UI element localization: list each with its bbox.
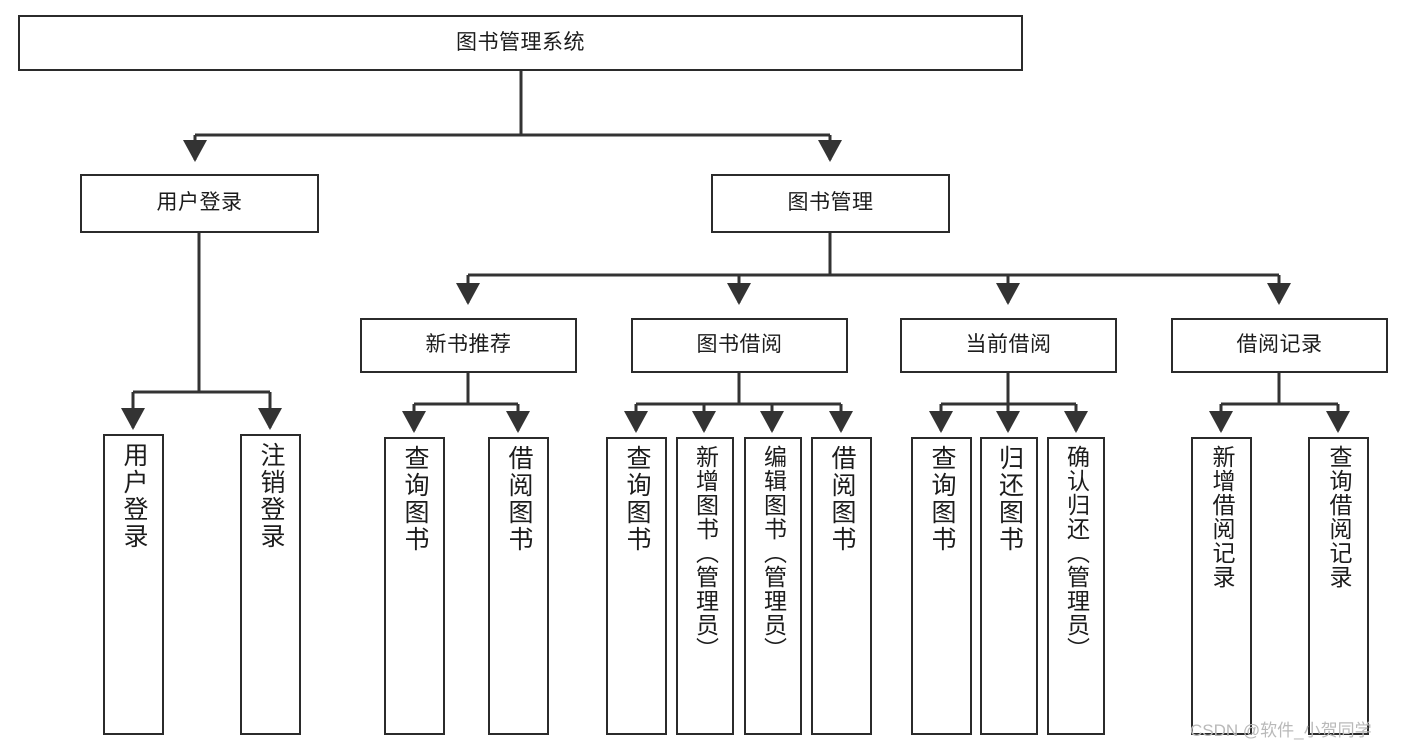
node-user-login[interactable]: 用户登录 [80,174,319,233]
node-borrow-record[interactable]: 借阅记录 [1171,318,1388,373]
leaf-add-record[interactable]: 新增借阅记录 [1191,437,1252,735]
node-book-manage[interactable]: 图书管理 [711,174,950,233]
leaf-borrow-book-2[interactable]: 借阅图书 [811,437,872,735]
node-label: 查询图书 [401,445,429,553]
node-label: 图书借阅 [696,333,783,357]
node-label: 借阅图书 [828,445,856,553]
node-label: 图书管理系统 [456,30,585,54]
leaf-query-book-2[interactable]: 查询图书 [606,437,667,735]
leaf-logout[interactable]: 注销登录 [240,434,301,735]
csdn-watermark: CSDN @软件_小贺同学 [1190,721,1372,740]
node-label: 查询图书 [623,445,651,553]
node-label: 借阅图书 [505,445,533,553]
leaf-query-book-1[interactable]: 查询图书 [384,437,445,735]
node-label: 新书推荐 [425,333,512,357]
leaf-query-record[interactable]: 查询借阅记录 [1308,437,1369,735]
node-label: 编辑图书（管理员） [760,445,787,661]
node-label: 新增图书（管理员） [692,445,719,661]
node-current-borrow[interactable]: 当前借阅 [900,318,1117,373]
node-label: 用户登录 [156,191,243,215]
node-label: 新增借阅记录 [1209,445,1235,589]
node-new-book-recommend[interactable]: 新书推荐 [360,318,577,373]
node-label: 查询图书 [928,445,956,553]
node-label: 确认归还（管理员） [1063,445,1090,661]
leaf-user-login[interactable]: 用户登录 [103,434,164,735]
node-label: 用户登录 [120,442,148,550]
node-label: 当前借阅 [965,333,1052,357]
leaf-edit-book[interactable]: 编辑图书（管理员） [744,437,802,735]
node-book-borrow[interactable]: 图书借阅 [631,318,848,373]
node-label: 归还图书 [995,445,1024,553]
leaf-confirm-return[interactable]: 确认归还（管理员） [1047,437,1105,735]
node-label: 查询借阅记录 [1326,445,1352,589]
node-label: 借阅记录 [1236,333,1323,357]
leaf-add-book[interactable]: 新增图书（管理员） [676,437,734,735]
node-label: 注销登录 [257,442,285,550]
leaf-return-book[interactable]: 归还图书 [980,437,1038,735]
node-label: 图书管理 [787,191,874,215]
node-root-system[interactable]: 图书管理系统 [18,15,1023,71]
leaf-borrow-book-1[interactable]: 借阅图书 [488,437,549,735]
leaf-query-book-3[interactable]: 查询图书 [911,437,972,735]
